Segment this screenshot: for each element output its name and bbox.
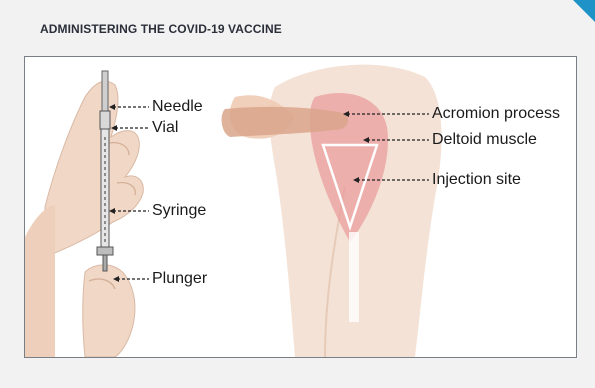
diagram-panel: Needle Vial Syringe Plunger Acromion pro… [24,56,577,358]
deltoid-label: Deltoid muscle [432,132,537,148]
plunger-label: Plunger [152,271,207,287]
page-title: ADMINISTERING THE COVID-19 VACCINE [40,22,282,36]
acromion-label: Acromion process [432,106,560,122]
corner-accent [573,0,595,22]
vial-label: Vial [152,120,178,136]
diagram-illustration [25,57,576,357]
needle-label: Needle [152,99,203,115]
syringe-label: Syringe [152,203,206,219]
injection-site-label: Injection site [432,172,521,188]
arm-illustration [222,65,442,357]
